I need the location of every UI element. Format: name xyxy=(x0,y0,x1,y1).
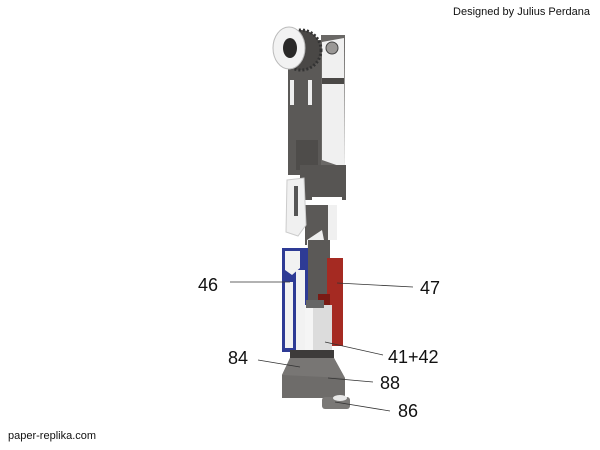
part-47-red-block xyxy=(308,240,343,346)
part-41-42-cylinder xyxy=(305,300,332,351)
part-46-blue-block xyxy=(282,248,308,352)
website-credit: paper-replika.com xyxy=(8,430,97,442)
label-86: 86 xyxy=(398,401,419,421)
label-46: 46 xyxy=(198,275,219,295)
leader-88 xyxy=(327,377,374,383)
leader-lines xyxy=(230,281,414,412)
base xyxy=(282,350,350,409)
leader-47 xyxy=(336,282,414,288)
leader-41-42 xyxy=(324,341,384,356)
designer-credit: Designed by Julius Perdana xyxy=(453,6,590,18)
label-47: 47 xyxy=(420,278,441,298)
label-84: 84 xyxy=(228,348,249,368)
label-88: 88 xyxy=(380,373,401,393)
leader-84 xyxy=(257,359,301,368)
label-41-42: 41+42 xyxy=(388,347,439,367)
leader-86 xyxy=(334,401,391,412)
knee-joint xyxy=(285,165,346,252)
top-gear xyxy=(272,26,323,72)
